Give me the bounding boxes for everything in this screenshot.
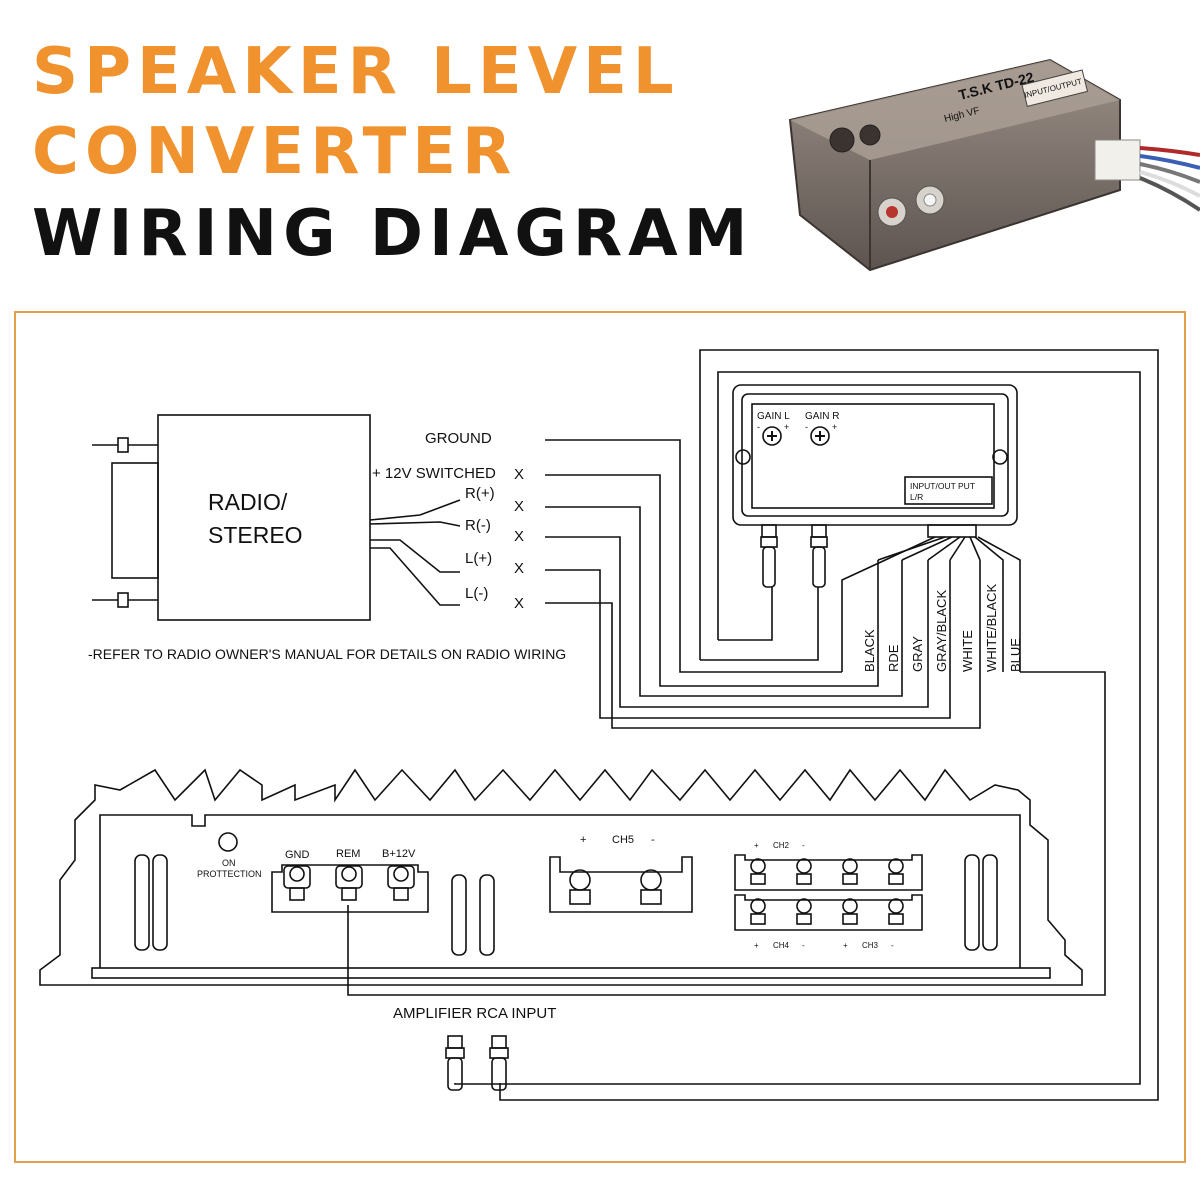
r-minus-label: R(-) <box>465 517 491 534</box>
ch2-minus: - <box>802 841 805 850</box>
ch4-plus: + <box>754 941 759 950</box>
gain-l-minus: - <box>757 422 760 432</box>
rem-label: REM <box>336 848 360 860</box>
ch2-plus: + <box>754 841 759 850</box>
protection-label-1: ON <box>222 858 236 868</box>
l-minus-label: L(-) <box>465 585 488 602</box>
radio-wiring-note: -REFER TO RADIO OWNER'S MANUAL FOR DETAI… <box>88 646 566 662</box>
ch5-minus: - <box>651 834 655 846</box>
ground-label: GROUND <box>425 430 492 447</box>
l-plus-label: L(+) <box>465 550 492 567</box>
io-label-1: INPUT/OUT PUT <box>910 481 975 491</box>
gain-l-plus: + <box>784 422 789 432</box>
wire-label-blue: BLUE <box>1008 638 1023 672</box>
wire-label-white: WHITE <box>960 630 975 672</box>
ch4-minus: - <box>802 941 805 950</box>
wire-label-black: BLACK <box>862 629 877 672</box>
gain-r-minus: - <box>805 422 808 432</box>
gnd-label: GND <box>285 849 310 861</box>
x-mark-r-plus: X <box>514 498 524 515</box>
gain-l-label: GAIN L <box>757 411 790 422</box>
wire-label-white-black: WHITE/BLACK <box>984 584 999 672</box>
x-mark-switched: X <box>514 466 524 483</box>
wire-label-rde: RDE <box>886 644 901 672</box>
ch4-label: CH4 <box>773 941 790 950</box>
amplifier-rca-input-label: AMPLIFIER RCA INPUT <box>393 1005 556 1022</box>
ch5-label: CH5 <box>612 834 634 846</box>
switched-label: + 12V SWITCHED <box>372 465 496 482</box>
wire-label-gray-black: GRAY/BLACK <box>934 590 949 672</box>
title-line-1: SPEAKER LEVEL <box>32 35 680 109</box>
x-mark-l-minus: X <box>514 595 524 612</box>
ch3-minus: - <box>891 941 894 950</box>
b12-label: B+12V <box>382 848 416 860</box>
protection-label-2: PROTTECTION <box>197 869 262 879</box>
title-line-2: CONVERTER <box>32 115 518 189</box>
x-mark-l-plus: X <box>514 560 524 577</box>
ch2-label: CH2 <box>773 841 790 850</box>
wire-label-gray: GRAY <box>910 636 925 672</box>
gain-r-label: GAIN R <box>805 411 839 422</box>
radio-label-2: STEREO <box>208 522 303 548</box>
diagram-frame <box>14 311 1186 1163</box>
ch3-plus: + <box>843 941 848 950</box>
radio-box <box>157 414 371 621</box>
product-photo: T.S.K TD-22 High VF INPUT/OUTPUT <box>788 58 1200 272</box>
converter-box <box>732 384 1018 526</box>
r-plus-label: R(+) <box>465 485 495 502</box>
radio-label-1: RADIO/ <box>208 489 288 515</box>
ch3-label: CH3 <box>862 941 879 950</box>
amplifier-body <box>39 768 1083 986</box>
title-line-3: WIRING DIAGRAM <box>32 197 754 271</box>
gain-r-plus: + <box>832 422 837 432</box>
x-mark-r-minus: X <box>514 528 524 545</box>
io-label-2: L/R <box>910 492 923 502</box>
ch5-plus: + <box>580 834 586 846</box>
